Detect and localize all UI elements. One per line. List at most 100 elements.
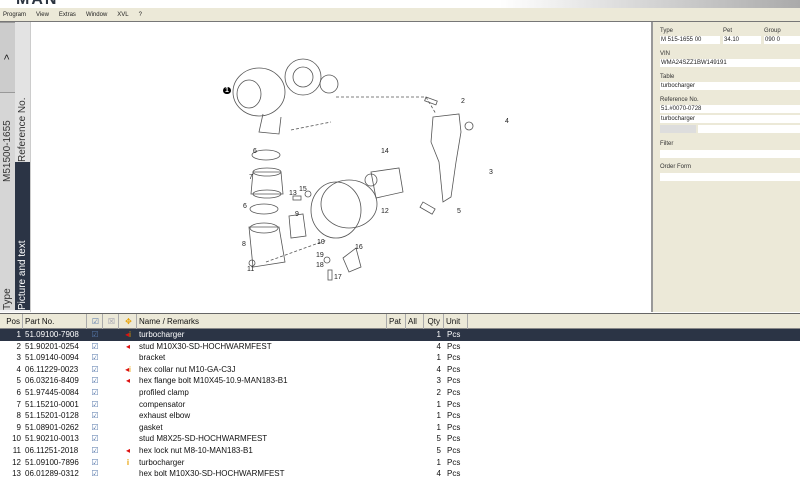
checkbox-icon[interactable]: ☑ <box>91 434 99 444</box>
checkbox-icon[interactable]: ☑ <box>91 469 99 479</box>
table-row[interactable]: 10 51.90210-0013 ☑ stud M8X25-SD-HOCHWAR… <box>0 433 800 445</box>
callout-10[interactable]: 10 <box>317 239 325 246</box>
turbocharger-part-12[interactable] <box>310 181 362 239</box>
callout-16[interactable]: 16 <box>355 244 363 251</box>
col-part-no[interactable]: Part No. <box>23 313 87 329</box>
compensator-part[interactable] <box>250 171 284 195</box>
menu-extras[interactable]: Extras <box>58 11 76 18</box>
callout-6b[interactable]: 6 <box>243 203 247 210</box>
callout-18[interactable]: 18 <box>316 262 324 269</box>
col-pat[interactable]: Pat <box>387 313 406 329</box>
callout-5[interactable]: 5 <box>457 208 461 215</box>
checkbox-icon[interactable]: ☑ <box>91 399 99 409</box>
menu-help[interactable]: ? <box>138 11 142 18</box>
table-row[interactable]: 7 51.15210-0001 ☑ compensator 1 Pcs <box>0 399 800 411</box>
table-row[interactable]: 11 06.11251-2018 ☑ ◂ hex lock nut M8-10-… <box>0 445 800 457</box>
arrow-icon[interactable]: ◂ <box>125 376 130 386</box>
pet-field[interactable]: 34.10 <box>723 36 761 44</box>
checkbox-icon[interactable]: ☑ <box>91 353 99 363</box>
callout-13[interactable]: 13 <box>289 190 297 197</box>
table-row[interactable]: 3 51.09140-0094 ☑ bracket 1 Pcs <box>0 352 800 364</box>
callout-9[interactable]: 9 <box>295 211 299 218</box>
col-qty[interactable]: Qty <box>424 313 444 329</box>
col-unit[interactable]: Unit <box>444 313 468 329</box>
table-row-partial[interactable] <box>0 480 800 486</box>
callout-11[interactable]: 11 <box>247 266 255 273</box>
reference-extra-field-2[interactable] <box>698 125 800 133</box>
table-row[interactable]: 12 51.09100-7896 ☑ i turbocharger 1 Pcs <box>0 457 800 469</box>
menu-xvl[interactable]: XVL <box>117 11 129 18</box>
callout-12[interactable]: 12 <box>381 208 389 215</box>
exhaust-elbow-part[interactable] <box>248 226 286 268</box>
qty-cell: 4 <box>436 364 441 374</box>
callout-1[interactable]: 1 <box>223 87 231 94</box>
col-check-icon[interactable]: ☑ <box>87 313 103 329</box>
pat-cell <box>387 410 406 422</box>
callout-2[interactable]: 2 <box>461 98 465 105</box>
info-icon[interactable]: ◂i <box>125 330 131 339</box>
vin-field[interactable]: WMA24SZZ1BW149191 <box>660 59 800 67</box>
tab-reference-no[interactable]: Reference No. <box>15 22 30 162</box>
callout-6a[interactable]: 6 <box>253 148 257 155</box>
menu-view[interactable]: View <box>36 11 49 18</box>
table-row[interactable]: 9 51.08901-0262 ☑ gasket 1 Pcs <box>0 422 800 434</box>
reference-field[interactable]: 51.#0070-0728 <box>660 105 800 113</box>
unit-cell: Pcs <box>447 457 461 467</box>
callout-8[interactable]: 8 <box>242 241 246 248</box>
checkbox-icon[interactable]: ☑ <box>91 330 99 339</box>
table-row[interactable]: 5 06.03216-8409 ☑ ◂ hex flange bolt M10X… <box>0 375 800 387</box>
pat-cell <box>387 445 406 457</box>
callout-7[interactable]: 7 <box>249 174 253 181</box>
tab-type[interactable]: Type <box>0 210 15 310</box>
checkbox-icon[interactable]: ☑ <box>91 341 99 351</box>
callout-19[interactable]: 19 <box>316 252 324 259</box>
col-pos[interactable]: Pos <box>0 313 23 329</box>
type-field[interactable]: M 515-1655 00 <box>660 36 720 44</box>
callout-3[interactable]: 3 <box>489 169 493 176</box>
checkbox-icon[interactable]: ☑ <box>91 445 99 455</box>
checkbox-icon[interactable]: ☑ <box>91 457 99 467</box>
table-row[interactable]: 13 06.01289-0312 ☑ hex bolt M10X30-SD-HO… <box>0 468 800 480</box>
order-form-field[interactable] <box>660 173 800 181</box>
callout-17[interactable]: 17 <box>334 274 342 281</box>
group-field[interactable]: 090 0 <box>764 36 800 44</box>
turbocharger-part[interactable] <box>232 58 339 135</box>
pos-cell: 8 <box>16 411 21 421</box>
info-icon[interactable]: i <box>126 457 130 467</box>
table-row[interactable]: 2 51.90201-0254 ☑ ◂ stud M10X30-SD-HOCHW… <box>0 341 800 353</box>
arrow-icon[interactable]: ◂ <box>125 341 130 351</box>
checkbox-icon[interactable]: ☑ <box>91 376 99 386</box>
checkbox-icon[interactable]: ☑ <box>91 422 99 432</box>
all-cell <box>406 387 424 399</box>
col-name[interactable]: Name / Remarks <box>137 313 387 329</box>
table-row[interactable]: 1 51.09100-7908 ☑ ◂i turbocharger 1 Pcs <box>0 329 800 341</box>
filter-field[interactable] <box>660 150 800 158</box>
tab-type-value[interactable]: M51500-1655 <box>0 92 15 210</box>
info-icon[interactable]: ◂i <box>125 364 131 374</box>
menu-program[interactable]: Program <box>3 11 27 18</box>
bracket-part[interactable] <box>430 113 462 203</box>
col-filter-icon[interactable]: ☒ <box>103 313 119 329</box>
checkbox-icon[interactable]: ☑ <box>91 387 99 397</box>
collapse-tab[interactable]: > <box>0 22 15 92</box>
all-cell <box>406 422 424 434</box>
col-all[interactable]: All <box>406 313 424 329</box>
table-field[interactable]: turbocharger <box>660 82 800 90</box>
table-row[interactable]: 8 51.15201-0128 ☑ exhaust elbow 1 Pcs <box>0 410 800 422</box>
callout-14[interactable]: 14 <box>381 148 389 155</box>
table-row[interactable]: 4 06.11229-0023 ☑ ◂i hex collar nut M10-… <box>0 364 800 376</box>
pos-cell: 6 <box>16 387 21 397</box>
col-info-icon[interactable]: ✥ <box>119 313 137 329</box>
arrow-icon[interactable]: ◂ <box>125 445 130 455</box>
reference-extra-field-1[interactable] <box>660 125 696 133</box>
unit-cell: Pcs <box>447 364 461 374</box>
tab-picture-and-text[interactable]: Picture and text <box>15 162 30 310</box>
filter-label: Filter <box>660 141 674 147</box>
callout-15[interactable]: 15 <box>299 186 307 193</box>
checkbox-icon[interactable]: ☑ <box>91 364 99 374</box>
menu-window[interactable]: Window <box>85 11 108 18</box>
callout-4[interactable]: 4 <box>505 118 509 125</box>
checkbox-icon[interactable]: ☑ <box>91 411 99 421</box>
name-cell: stud M10X30-SD-HOCHWARMFEST <box>139 341 272 351</box>
table-row[interactable]: 6 51.97445-0084 ☑ profiled clamp 2 Pcs <box>0 387 800 399</box>
